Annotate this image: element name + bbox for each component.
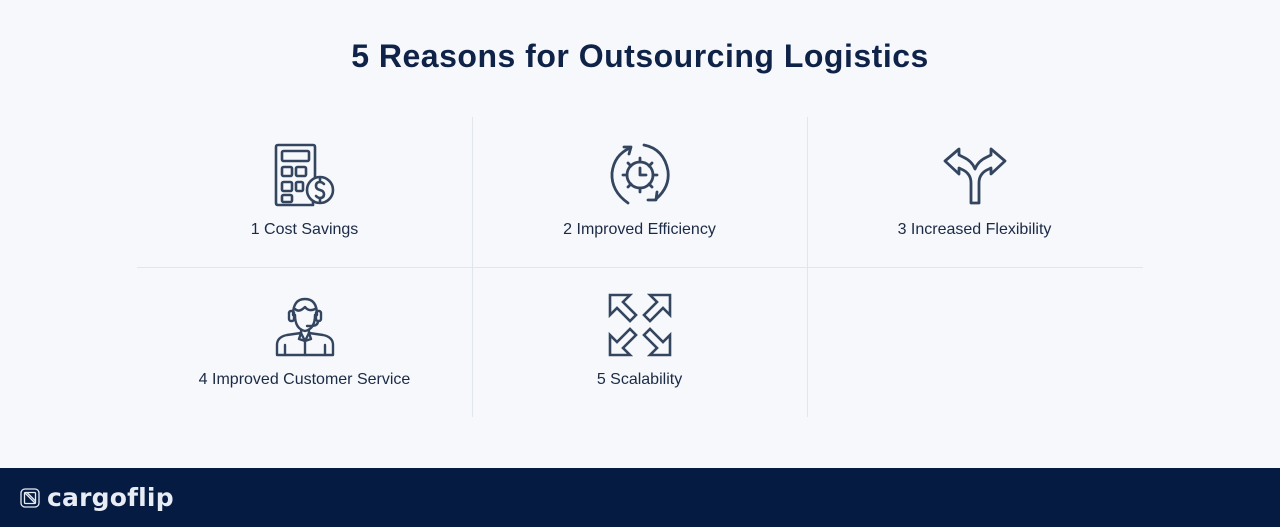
reason-item-scalability: 5 Scalability <box>472 267 807 417</box>
reason-item-increased-flexibility: 3 Increased Flexibility <box>807 117 1142 267</box>
empty-cell <box>807 267 1142 417</box>
customer-support-agent-icon <box>273 293 337 357</box>
reason-item-cost-savings: 1 Cost Savings <box>137 117 472 267</box>
reason-label: 2 Improved Efficiency <box>563 221 716 238</box>
cargoflip-logo-icon <box>20 487 40 508</box>
page-title: 5 Reasons for Outsourcing Logistics <box>351 38 929 74</box>
reason-label: 5 Scalability <box>596 371 683 388</box>
calculator-dollar-icon <box>273 143 337 207</box>
brand-name: cargoflip <box>47 483 174 512</box>
cycle-gear-clock-icon <box>608 143 672 207</box>
reason-item-improved-customer-service: 4 Improved Customer Service <box>137 267 472 417</box>
expand-arrows-icon <box>608 293 672 357</box>
split-arrow-icon <box>943 143 1007 207</box>
reason-label: 1 Cost Savings <box>250 221 359 238</box>
footer-bar: cargoflip <box>0 468 1280 527</box>
grid-divider-horizontal <box>137 267 1143 268</box>
reasons-grid: 1 Cost Savings 2 Improved Efficiency 3 I… <box>137 117 1143 417</box>
reason-label: 3 Increased Flexibility <box>897 221 1052 238</box>
reason-label: 4 Improved Customer Service <box>198 371 411 388</box>
reason-item-improved-efficiency: 2 Improved Efficiency <box>472 117 807 267</box>
grid-divider-vertical-2 <box>807 117 808 417</box>
grid-divider-vertical-1 <box>472 117 473 417</box>
